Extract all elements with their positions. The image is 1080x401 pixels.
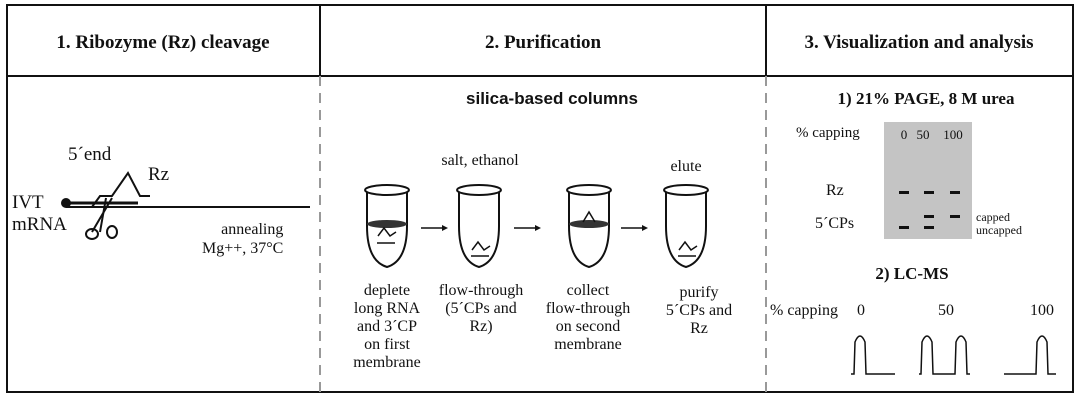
lcms-value-100: 100: [1030, 302, 1054, 319]
tube-3-icon: [566, 184, 612, 269]
lcms-value-0: 0: [857, 302, 865, 319]
caption-deplete: deplete long RNA and 3´CP on first membr…: [353, 282, 421, 371]
band-rz-0: [899, 191, 909, 194]
band-rz-50: [924, 191, 934, 194]
band-rz-100: [950, 191, 960, 194]
arrow-right-icon: [421, 225, 448, 231]
page-title-gel: 1) 21% PAGE, 8 M urea: [837, 89, 1015, 108]
outer-frame: [6, 4, 1074, 393]
lcms-trace-0: [851, 335, 895, 375]
lcms-label-percent-capping: % capping: [770, 302, 838, 319]
caption-purify: purify 5´CPs and Rz: [665, 284, 733, 337]
header-visualization: 3. Visualization and analysis: [804, 32, 1034, 53]
mrna-strand-graphic: [61, 171, 310, 208]
gel-bands: [899, 191, 960, 229]
gel-image: [884, 122, 972, 239]
caption-collect: collect flow-through on second membrane: [545, 282, 631, 353]
band-capped-50: [924, 215, 934, 218]
label-5-end: 5´end: [68, 144, 112, 165]
tube-2-icon: [456, 184, 502, 269]
gel-label-capped: capped: [976, 210, 1010, 224]
label-ivt-mrna: IVT mRNA: [12, 192, 67, 235]
arrow-right-icon: [514, 225, 541, 231]
lcms-trace-100: [1004, 335, 1056, 375]
band-uncapped-0: [899, 226, 909, 229]
label-rz: Rz: [148, 164, 170, 185]
tube-1-icon: [364, 184, 410, 269]
gel-label-rz: Rz: [826, 182, 844, 199]
band-uncapped-50: [924, 226, 934, 229]
label-silica-columns: silica-based columns: [466, 89, 638, 108]
lane-label-50: 50: [916, 127, 930, 142]
label-salt-ethanol: salt, ethanol: [441, 152, 519, 169]
header-ribozyme-cleavage: 1. Ribozyme (Rz) cleavage: [56, 32, 270, 53]
label-percent-capping: % capping: [796, 125, 860, 141]
label-annealing: annealing Mg++, 37°C: [202, 221, 284, 257]
lcms-title: 2) LC-MS: [875, 264, 949, 283]
lane-label-0: 0: [900, 127, 908, 142]
gel-label-uncapped: uncapped: [976, 223, 1022, 237]
tube-4-icon: [663, 184, 709, 269]
arrow-right-icon: [621, 225, 648, 231]
label-elute: elute: [670, 158, 702, 175]
lane-label-100: 100: [943, 127, 963, 142]
scissors-icon: [85, 197, 118, 240]
lcms-value-50: 50: [938, 302, 954, 319]
gel-label-5cps: 5´CPs: [815, 215, 855, 232]
header-purification: 2. Purification: [484, 32, 602, 53]
band-capped-100: [950, 215, 960, 218]
lcms-trace-50: [919, 335, 970, 375]
caption-flow-through: flow-through (5´CPs and Rz): [438, 282, 524, 335]
